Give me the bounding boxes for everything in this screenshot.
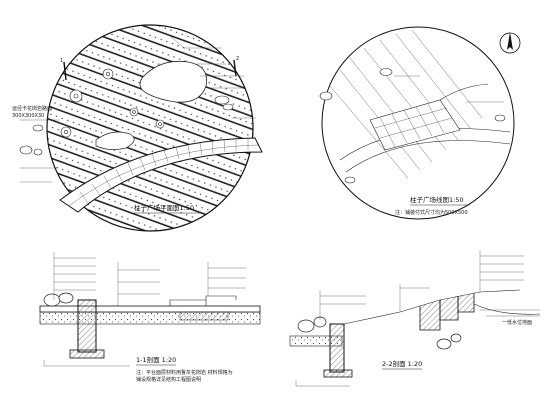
left-plan-title: 柱子广场平面图1:50	[134, 203, 194, 212]
section-2-leaders	[295, 250, 524, 387]
plan-leaders	[20, 35, 256, 183]
plan-note-2: 300X300X30	[12, 113, 44, 119]
plan-note-1: 运径卡花岗岩路面	[12, 105, 52, 112]
brick-joints	[79, 138, 249, 204]
north-arrow-icon	[499, 32, 521, 54]
section-2-note: 一低水位地面	[502, 319, 532, 326]
lawn-island-2	[95, 131, 135, 150]
right-boulders	[319, 68, 506, 184]
section-1-title: 1-1剖面 1:20	[136, 355, 176, 364]
svg-text:2: 2	[236, 56, 239, 62]
section-marker-1: 1 2	[60, 56, 239, 81]
section-1-leaders	[43, 252, 246, 367]
svg-text:1: 1	[60, 58, 63, 64]
section-2-title: 2-2剖面 1:20	[382, 359, 422, 368]
right-plan: 柱子广场线图1:50 注：铺装付式尺寸均为500X500	[319, 26, 515, 220]
section-2-2: 一低水位地面 2-2剖面 1:20	[289, 250, 541, 387]
brick-border	[59, 137, 263, 213]
tree-symbols	[60, 68, 165, 138]
right-plan-note: 注：铺装付式尺寸均为500X500	[395, 209, 468, 216]
section-1-1: 1-1剖面 1:20 注：平台面层材料用鲁灰花岗岩 材料规格为 铺设规格详见结构…	[39, 252, 261, 383]
plaza-grid	[369, 99, 461, 151]
lawn-island	[139, 60, 207, 103]
section-1-note-2: 铺设规格详见结构工程图说明	[136, 376, 201, 383]
boulders	[19, 95, 234, 156]
left-plan: 1 2 运径卡花岗岩路面 300X300X30 柱子广场平面图1:50	[12, 24, 263, 232]
section-1-note-1: 注：平台面层材料用鲁灰花岗岩 材料规格为	[136, 369, 233, 376]
right-plan-title: 柱子广场线图1:50	[410, 195, 464, 204]
